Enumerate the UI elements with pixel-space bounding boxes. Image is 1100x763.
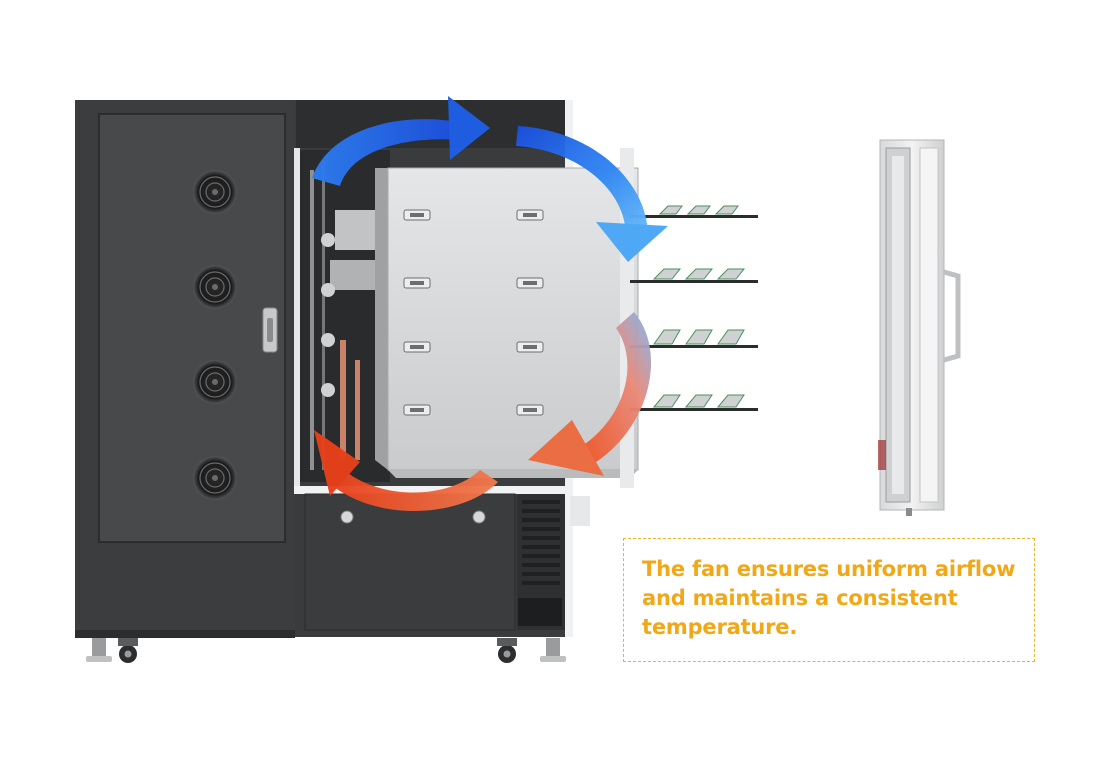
vent-grille [522, 500, 560, 585]
warm-airflow-arrow [314, 312, 652, 511]
cool-airflow-arrow [312, 96, 668, 262]
door-panel-handle-icon [943, 269, 961, 363]
lower-compartment [304, 493, 590, 631]
fan-icon [193, 456, 237, 500]
fan-icon [193, 360, 237, 404]
drawer-handle-icon [403, 209, 431, 221]
drawer-handle-icon [516, 404, 544, 416]
caster-wheel-icon [497, 638, 566, 663]
caption-callout: The fan ensures uniform airflow and main… [623, 538, 1035, 662]
drawer-handle-icon [403, 341, 431, 353]
shelf-tray [630, 329, 758, 348]
shelf-tray [630, 394, 758, 411]
cabinet-door [75, 100, 295, 638]
caption-text: The fan ensures uniform airflow and main… [642, 557, 1016, 639]
separate-door-panel [878, 139, 961, 516]
fan-icon [193, 170, 237, 214]
shelf-tray [630, 205, 758, 218]
shelf-tray [630, 268, 758, 283]
drawer-handle-icon [403, 277, 431, 289]
fan-icon [193, 265, 237, 309]
drawer-handle-icon [516, 277, 544, 289]
caster-wheel-icon [86, 638, 138, 663]
drawer-handle-icon [516, 341, 544, 353]
drawer-handle-icon [516, 209, 544, 221]
drawer-handle-icon [403, 404, 431, 416]
